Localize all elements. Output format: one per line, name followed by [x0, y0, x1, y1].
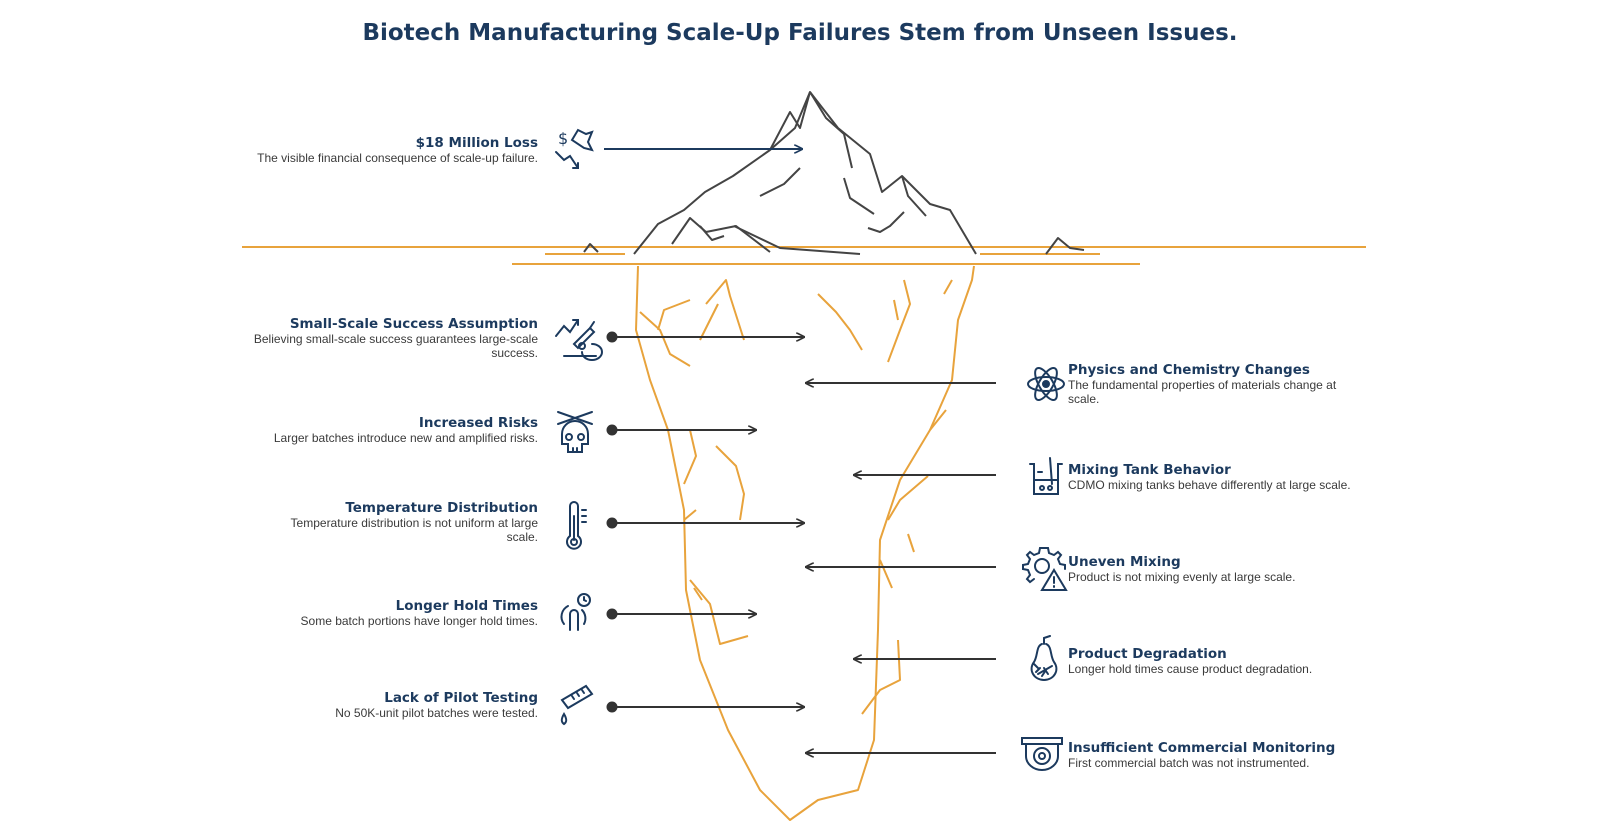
item-insufficient-monitoring: Insufficient Commercial Monitoring First… — [1068, 740, 1388, 770]
svg-text:$: $ — [558, 129, 568, 148]
item-desc: First commercial batch was not instrumen… — [1068, 756, 1310, 770]
page-title: Biotech Manufacturing Scale-Up Failures … — [362, 20, 1238, 46]
item-desc: Temperature distribution is not uniform … — [290, 516, 538, 544]
item-title: Uneven Mixing — [1068, 554, 1181, 570]
right-arrows — [806, 383, 996, 753]
touch-timer-icon — [560, 593, 591, 631]
item-title: $18 Million Loss — [415, 135, 538, 151]
item-uneven-mixing: Uneven Mixing Product is not mixing even… — [1068, 554, 1368, 584]
item-desc: Believing small-scale success guarantees… — [253, 332, 538, 360]
left-arrows — [606, 331, 805, 713]
item-title: Insufficient Commercial Monitoring — [1068, 740, 1336, 756]
iceberg-tip — [583, 91, 1085, 255]
atom-icon — [1027, 367, 1065, 401]
item-title: Product Degradation — [1068, 646, 1227, 662]
item-temperature-distribution: Temperature Distribution Temperature dis… — [268, 500, 538, 544]
item-title: Longer Hold Times — [395, 598, 538, 614]
item-increased-risks: Increased Risks Larger batches introduce… — [238, 415, 538, 445]
thermometer-icon — [566, 501, 587, 550]
beaker-icon — [1029, 457, 1063, 495]
item-desc: The fundamental properties of materials … — [1068, 378, 1337, 406]
rotten-pear-icon — [1030, 635, 1058, 682]
item-lack-of-pilot-testing: Lack of Pilot Testing No 50K-unit pilot … — [238, 690, 538, 720]
microscope-icon — [555, 319, 603, 361]
money-loss-icon: $ — [555, 128, 594, 169]
item-desc: Product is not mixing evenly at large sc… — [1068, 570, 1296, 584]
item-desc: Some batch portions have longer hold tim… — [300, 614, 538, 628]
water-line — [242, 246, 1366, 265]
item-desc: Longer hold times cause product degradat… — [1068, 662, 1313, 676]
item-title: Physics and Chemistry Changes — [1068, 362, 1310, 378]
item-desc: No 50K-unit pilot batches were tested. — [335, 706, 538, 720]
item-product-degradation: Product Degradation Longer hold times ca… — [1068, 646, 1368, 676]
skull-icon — [557, 411, 593, 453]
test-tube-icon — [560, 684, 594, 726]
item-desc: The visible financial consequence of sca… — [257, 151, 538, 165]
item-title: Small-Scale Success Assumption — [289, 316, 538, 332]
item-physics-chemistry: Physics and Chemistry Changes The fundam… — [1068, 362, 1368, 406]
item-title: Mixing Tank Behavior — [1068, 462, 1231, 478]
item-longer-hold-times: Longer Hold Times Some batch portions ha… — [238, 598, 538, 628]
iceberg-underwater — [635, 265, 975, 821]
item-18-million-loss: $18 Million Loss The visible financial c… — [238, 135, 538, 165]
item-title: Lack of Pilot Testing — [384, 690, 538, 706]
gear-warning-icon — [1022, 547, 1068, 591]
item-title: Increased Risks — [418, 415, 538, 431]
item-title: Temperature Distribution — [345, 500, 538, 516]
item-desc: CDMO mixing tanks behave differently at … — [1068, 478, 1351, 492]
item-mixing-tank-behavior: Mixing Tank Behavior CDMO mixing tanks b… — [1068, 462, 1388, 492]
item-small-scale-success: Small-Scale Success Assumption Believing… — [238, 316, 538, 360]
item-desc: Larger batches introduce new and amplifi… — [273, 431, 538, 445]
camera-icon — [1021, 737, 1063, 771]
